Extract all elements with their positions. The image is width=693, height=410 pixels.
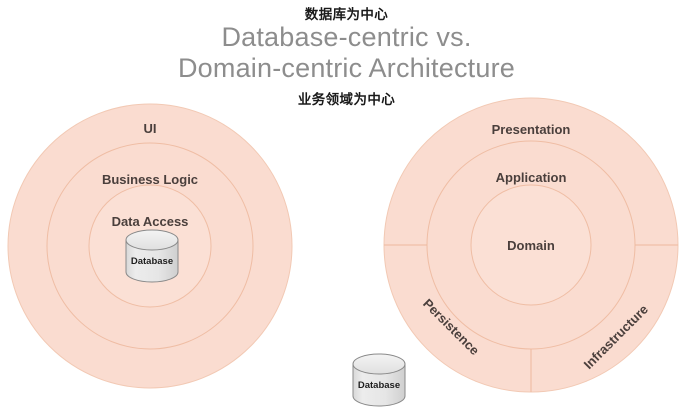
left-label-data-access: Data Access xyxy=(112,214,189,229)
left-label-business-logic: Business Logic xyxy=(102,172,198,187)
left-diagram-group: UI Business Logic Data Access Database xyxy=(7,103,293,389)
right-label-domain: Domain xyxy=(507,238,555,253)
cylinder-label: Database xyxy=(358,380,400,391)
cylinder-body xyxy=(125,239,179,283)
cylinder-label: Database xyxy=(131,256,173,267)
cylinder-top-ellipse xyxy=(352,353,406,375)
cylinder-top-ellipse xyxy=(125,229,179,251)
annotation-top-chinese: 数据库为中心 xyxy=(304,7,389,23)
cylinder-body xyxy=(352,363,406,407)
left-label-ui: UI xyxy=(144,121,157,136)
right-diagram-group: Presentation Application Domain Persiste… xyxy=(352,97,679,407)
right-label-presentation: Presentation xyxy=(492,122,571,137)
page-title: Database-centric vs. Domain-centric Arch… xyxy=(177,22,516,84)
right-ring-inner-domain xyxy=(470,184,592,306)
right-database-cylinder: Database xyxy=(352,353,406,407)
left-database-cylinder: Database xyxy=(125,229,179,283)
right-label-application: Application xyxy=(496,170,567,185)
annotation-bottom-chinese: 业务领域为中心 xyxy=(297,92,396,108)
